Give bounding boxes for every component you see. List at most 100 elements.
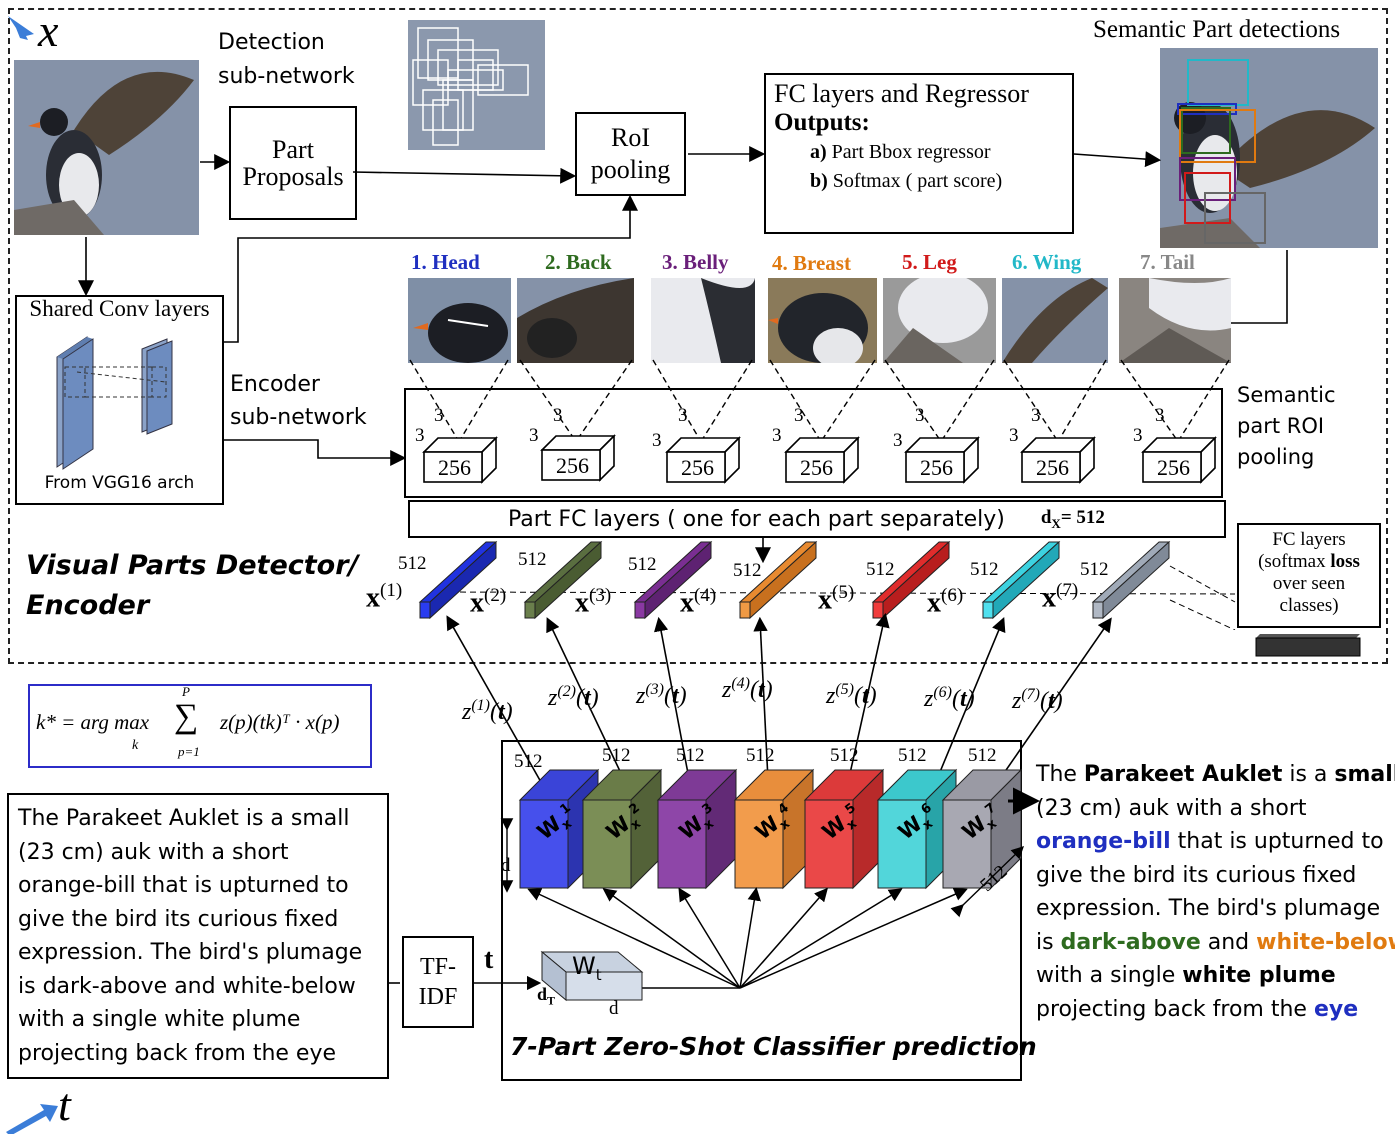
z-label-7: z(7)(t) [1012,686,1063,714]
shared-conv-box: Shared Conv layers From VGG16 arch [15,295,224,505]
output-a: a) Part Bbox regressor [810,141,991,163]
semantic-detections-image [1160,48,1378,248]
part-label-head: 1. Head [411,250,480,274]
input-x-symbol: x [38,5,59,56]
classifier-graphics [446,612,1112,1002]
encoder-subnetwork-label: Encoder sub-network [230,372,367,430]
part-crop-breast [768,278,877,363]
vec-dim-5: 512 [866,559,895,580]
equation-sum-bot: p=1 [178,744,200,759]
cube-depth-2: 256 [556,453,589,478]
equation-body: z(p)(tk)ᵀ · x(p) [220,710,340,734]
kernel-6b: 3 [1009,425,1019,446]
vec-dim-7: 512 [1080,559,1109,580]
equation-argmax-sub: k [132,738,139,753]
wt-d-label: d [609,998,619,1019]
input-text-box: The Parakeet Auklet is a small (23 cm) a… [7,793,389,1079]
kernel-7b: 3 [1133,425,1143,446]
z-label-2: z(2)(t) [548,683,599,711]
fc-regressor-box: FC layers and Regressor Outputs: a) Part… [764,73,1074,234]
t-vector-symbol: t [484,944,494,975]
cube-depth-1: 256 [438,455,471,480]
kernel-4b: 3 [772,425,782,446]
kernel-5a: 3 [915,405,925,426]
part-crop-belly [651,278,755,363]
w-dim-5: 512 [830,745,859,766]
part-crop-head [408,278,511,363]
sum-icon: ∑ [174,698,199,735]
vec-dim-2: 512 [518,549,547,570]
equation-sum-top: P [182,684,190,699]
kernel-2a: 3 [553,405,563,426]
feature-x2: x(2) [470,585,507,619]
tfidf-box: TF- IDF [402,936,474,1028]
feature-x6: x(6) [927,585,964,619]
input-t-symbol: t [58,1079,71,1130]
kernel-5b: 3 [893,430,903,451]
w-dim-6: 512 [898,745,927,766]
z-label-3: z(3)(t) [636,681,687,709]
feature-vectors [418,540,1236,630]
input-text-lines: The Parakeet Auklet is a small (23 cm) a… [18,806,363,1066]
kernel-6a: 3 [1031,405,1041,426]
detection-subnetwork-label: Detection sub-network [218,30,355,89]
w-dim-3: 512 [676,745,705,766]
part-label-back: 2. Back [545,250,612,274]
visual-detector-title: Visual Parts Detector/ Encoder [26,550,359,621]
part-crop-wing [1002,278,1108,363]
from-vgg-label: From VGG16 arch [44,473,195,493]
part-fc-layers-box: Part FC layers ( one for each part separ… [408,500,1226,538]
semantic-part-detections-label: Semantic Part detections [1093,16,1341,43]
kernel-1b: 3 [415,425,425,446]
kernel-3b: 3 [652,430,662,451]
vec-dim-6: 512 [970,559,999,580]
feature-x1: x(1) [366,580,403,614]
roi-feature-cubes [422,434,1217,484]
part-label-belly: 3. Belly [662,250,729,274]
w-height-d: d [501,855,511,876]
wt-dt-label: dT [537,984,556,1008]
proposals-thumbnail [408,20,545,150]
semantic-roi-pooling-label: Semantic part ROI pooling [1237,383,1336,469]
kernel-7a: 3 [1155,405,1165,426]
cube-depth-3: 256 [681,455,714,480]
vec-dim-3: 512 [628,554,657,575]
cube-depth-4: 256 [800,455,833,480]
kernel-1a: 3 [434,405,444,426]
z-label-5: z(5)(t) [826,681,877,709]
part-proposals-box: Part Proposals [229,106,357,220]
feature-x5: x(5) [818,582,855,616]
output-b: b) Softmax ( part score) [810,170,1003,192]
fc-loss-box: FC layers (softmax loss over seen classe… [1237,523,1381,628]
part-crop-tail [1119,278,1231,363]
cube-depth-6: 256 [1036,455,1069,480]
top-connectors [78,146,1288,564]
classifier-title: 7-Part Zero-Shot Classifier prediction [510,1032,1037,1061]
feature-x3: x(3) [575,585,612,619]
feature-x7: x(7) [1042,580,1079,614]
cube-depth-7: 256 [1157,455,1190,480]
kernel-4a: 3 [794,405,804,426]
part-fc-layers-text: Part FC layers ( one for each part separ… [508,506,1005,532]
equation-lhs: k* = arg max [36,710,150,734]
w-dim-2: 512 [602,745,631,766]
kernel-2b: 3 [529,425,539,446]
w-dim-4: 512 [746,745,775,766]
w-dim-7: 512 [968,745,997,766]
kernel-3a: 3 [678,405,688,426]
cube-depth-5: 256 [920,455,953,480]
input-image-arrow-icon [6,14,38,45]
fc-regressor-title: FC layers and Regressor [774,79,1029,108]
fc-loss-layer-icon [1255,634,1361,657]
outputs-label: Outputs: [774,109,870,136]
part-label-tail: 7. Tail [1140,250,1195,274]
part-label-breast: 4. Breast [772,251,851,275]
input-text-arrow-icon [4,1100,58,1138]
vec-dim-1: 512 [398,553,427,574]
input-bird-image [14,60,199,235]
wt-label: Wt [572,952,602,984]
projection-lines [409,359,1230,441]
part-crop-back [517,278,634,363]
